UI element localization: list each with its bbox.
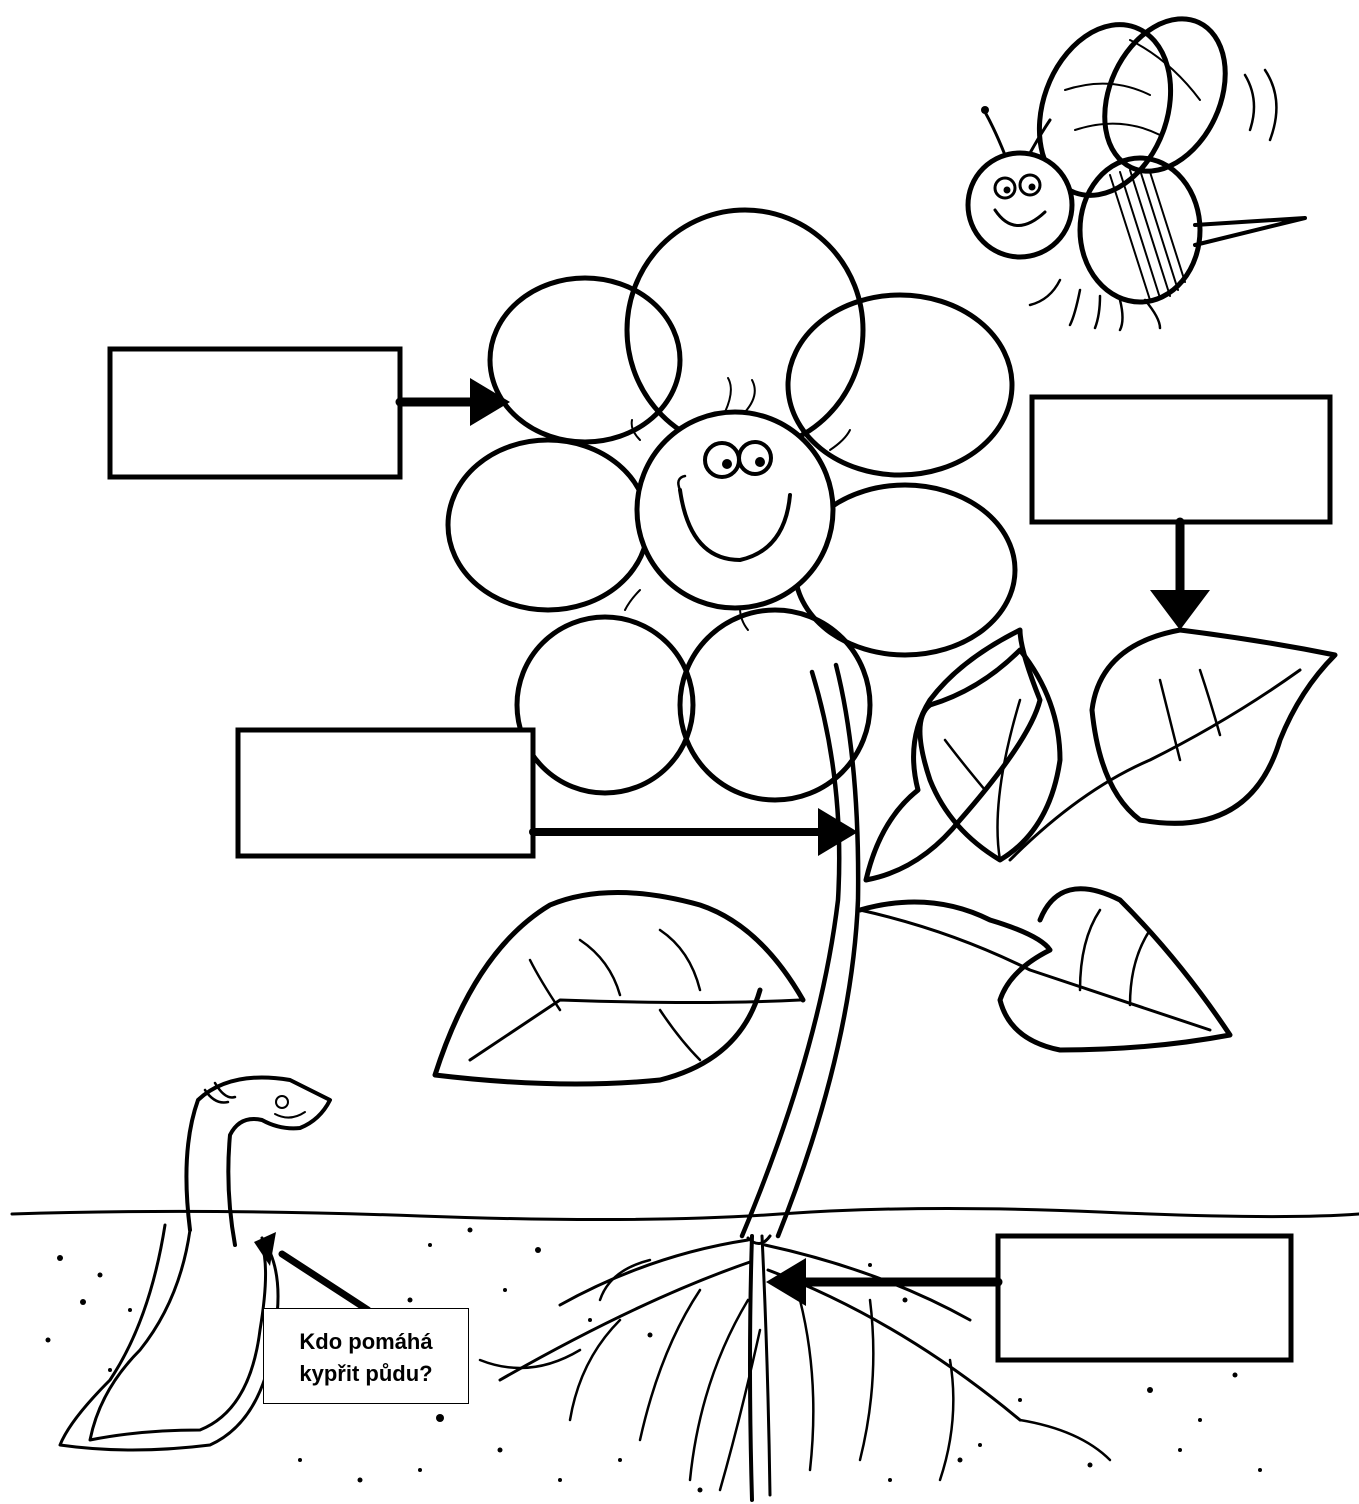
leaf-icon	[435, 893, 803, 1085]
arrow-icon	[533, 808, 858, 856]
flower-icon	[448, 210, 1015, 800]
leaf-icon	[860, 889, 1230, 1050]
stem	[742, 665, 858, 1244]
root-label-box[interactable]	[998, 1236, 1291, 1360]
ground-line	[12, 1208, 1359, 1219]
arrow-icon	[254, 1232, 368, 1310]
bee-icon	[968, 0, 1305, 330]
leaf-icon	[866, 630, 1040, 880]
question-box: Kdo pomáhá kypřit půdu?	[263, 1308, 469, 1404]
leaf-label-box[interactable]	[1032, 397, 1330, 522]
arrow-icon	[1150, 522, 1210, 630]
arrow-icon	[766, 1258, 998, 1306]
question-text: Kdo pomáhá kypřit půdu?	[299, 1322, 432, 1390]
petal-label-box[interactable]	[110, 349, 400, 477]
stem-label-box[interactable]	[238, 730, 533, 856]
leaf-icon	[920, 650, 1060, 860]
